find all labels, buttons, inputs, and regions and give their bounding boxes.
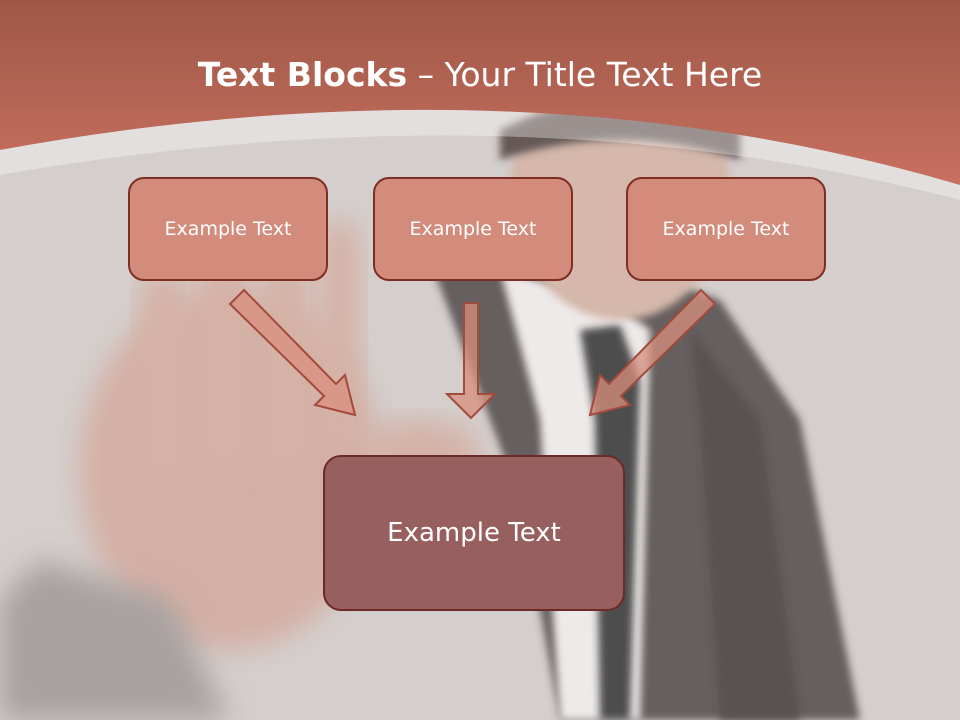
title-rest: Your Title Text Here bbox=[444, 55, 763, 94]
text-block-center[interactable]: Example Text bbox=[373, 177, 573, 281]
text-block-bottom[interactable]: Example Text bbox=[323, 455, 625, 611]
text-block-left-label: Example Text bbox=[164, 218, 292, 240]
text-block-center-label: Example Text bbox=[409, 218, 537, 240]
title-bold: Text Blocks bbox=[197, 55, 408, 94]
arrow-center bbox=[444, 302, 498, 420]
text-block-right-label: Example Text bbox=[662, 218, 790, 240]
arrow-left bbox=[228, 288, 357, 417]
text-block-bottom-label: Example Text bbox=[387, 518, 561, 548]
arrow-right bbox=[588, 288, 717, 417]
slide-title: Text Blocks – Your Title Text Here bbox=[0, 50, 960, 100]
title-dash: – bbox=[407, 55, 445, 94]
text-block-right[interactable]: Example Text bbox=[626, 177, 826, 281]
text-block-left[interactable]: Example Text bbox=[128, 177, 328, 281]
